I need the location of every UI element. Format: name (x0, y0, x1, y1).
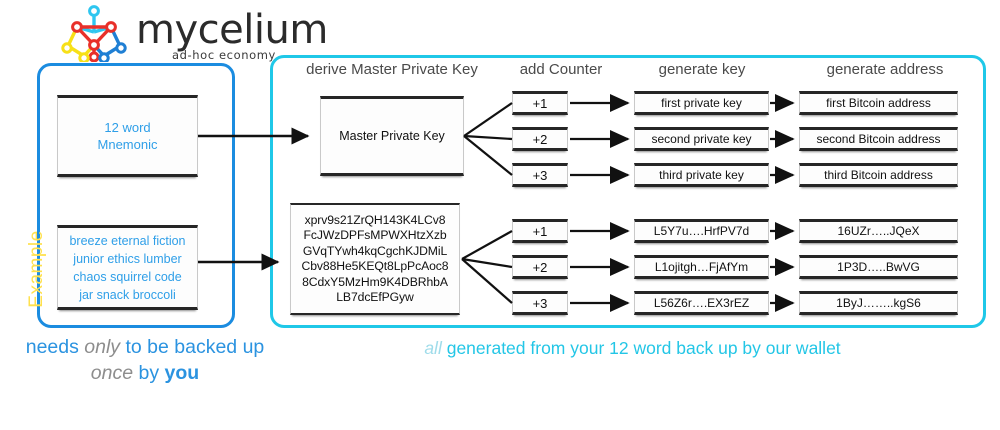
caption-left-t2: to be backed up (120, 336, 265, 358)
xprv-line: LB7dcEfPGyw (336, 290, 414, 304)
caption-backup: needs only to be backed up once by you (0, 334, 290, 386)
word-line: junior ethics lumber (73, 251, 182, 266)
caption-right-i1: all (424, 338, 442, 358)
example-private-key-box-3: L56Z6r….EX3rEZ (634, 291, 769, 315)
mnemonic-line-2: Mnemonic (97, 137, 158, 152)
bitcoin-address-box-3: third Bitcoin address (799, 163, 958, 187)
xprv-line: GVqTYwh4kqCgchKJDMiL (302, 243, 448, 258)
word-line: breeze eternal fiction (69, 233, 186, 248)
example-counter-box-1: +1 (512, 219, 568, 243)
derivation-panel (270, 55, 986, 328)
counter-box-1: +1 (512, 91, 568, 115)
mnemonic-line-1: 12 word (104, 120, 151, 135)
caption-left-t1: needs (25, 336, 85, 358)
bitcoin-address-box-1: first Bitcoin address (799, 91, 958, 115)
mnemonic-words-box: breeze eternal fiction junior ethics lum… (57, 225, 198, 310)
header-add-counter: add Counter (519, 61, 603, 78)
brand-tagline: ad-hoc economy (172, 48, 276, 62)
xprv-master-key-box: xprv9s21ZrQH143K4LCv8 FcJWzDPFsMPWXHtzXz… (290, 203, 460, 315)
example-counter-box-3: +3 (512, 291, 568, 315)
private-key-box-3: third private key (634, 163, 769, 187)
xprv-line: FcJWzDPFsMPWXHtzXzb (303, 228, 447, 242)
counter-box-3: +3 (512, 163, 568, 187)
private-key-box-1: first private key (634, 91, 769, 115)
mycelium-logo-icon (61, 5, 127, 62)
example-counter-box-2: +2 (512, 255, 568, 279)
mnemonic-box: 12 word Mnemonic (57, 95, 198, 177)
backup-panel (37, 63, 235, 328)
example-bitcoin-address-box-1: 16UZr…..JQeX (799, 219, 958, 243)
caption-right-t1: generated from your 12 word back up by o… (441, 338, 841, 358)
xprv-line: 8CdxY5MzHm9K4DBRhbA (302, 274, 448, 289)
bitcoin-address-box-2: second Bitcoin address (799, 127, 958, 151)
caption-left-b1: you (164, 362, 200, 384)
example-private-key-box-2: L1ojitgh…FjAfYm (634, 255, 769, 279)
example-bitcoin-address-box-3: 1ByJ……..kgS6 (799, 291, 958, 315)
example-bitcoin-address-box-2: 1P3D…..BwVG (799, 255, 958, 279)
master-private-key-box: Master Private Key (320, 96, 464, 176)
word-line: chaos squirrel code (73, 269, 182, 284)
header-generate-key: generate key (658, 61, 746, 78)
header-derive-master-private-key: derive Master Private Key (306, 61, 478, 78)
example-side-label: Example (26, 230, 47, 308)
header-generate-address: generate address (826, 61, 944, 78)
example-private-key-box-1: L5Y7u….HrfPV7d (634, 219, 769, 243)
word-line: jar snack broccoli (79, 287, 176, 302)
caption-generated: all generated from your 12 word back up … (300, 338, 965, 359)
brand-wordmark: mycelium (136, 7, 328, 53)
counter-box-2: +2 (512, 127, 568, 151)
caption-left-i2: once (90, 362, 134, 384)
xprv-line: xprv9s21ZrQH143K4LCv8 (304, 212, 446, 227)
caption-left-t3: by (133, 362, 165, 384)
caption-left-i1: only (84, 336, 121, 358)
private-key-box-2: second private key (634, 127, 769, 151)
xprv-line: Cbv88He5KEQt8LpPcAoc8 (301, 259, 449, 273)
